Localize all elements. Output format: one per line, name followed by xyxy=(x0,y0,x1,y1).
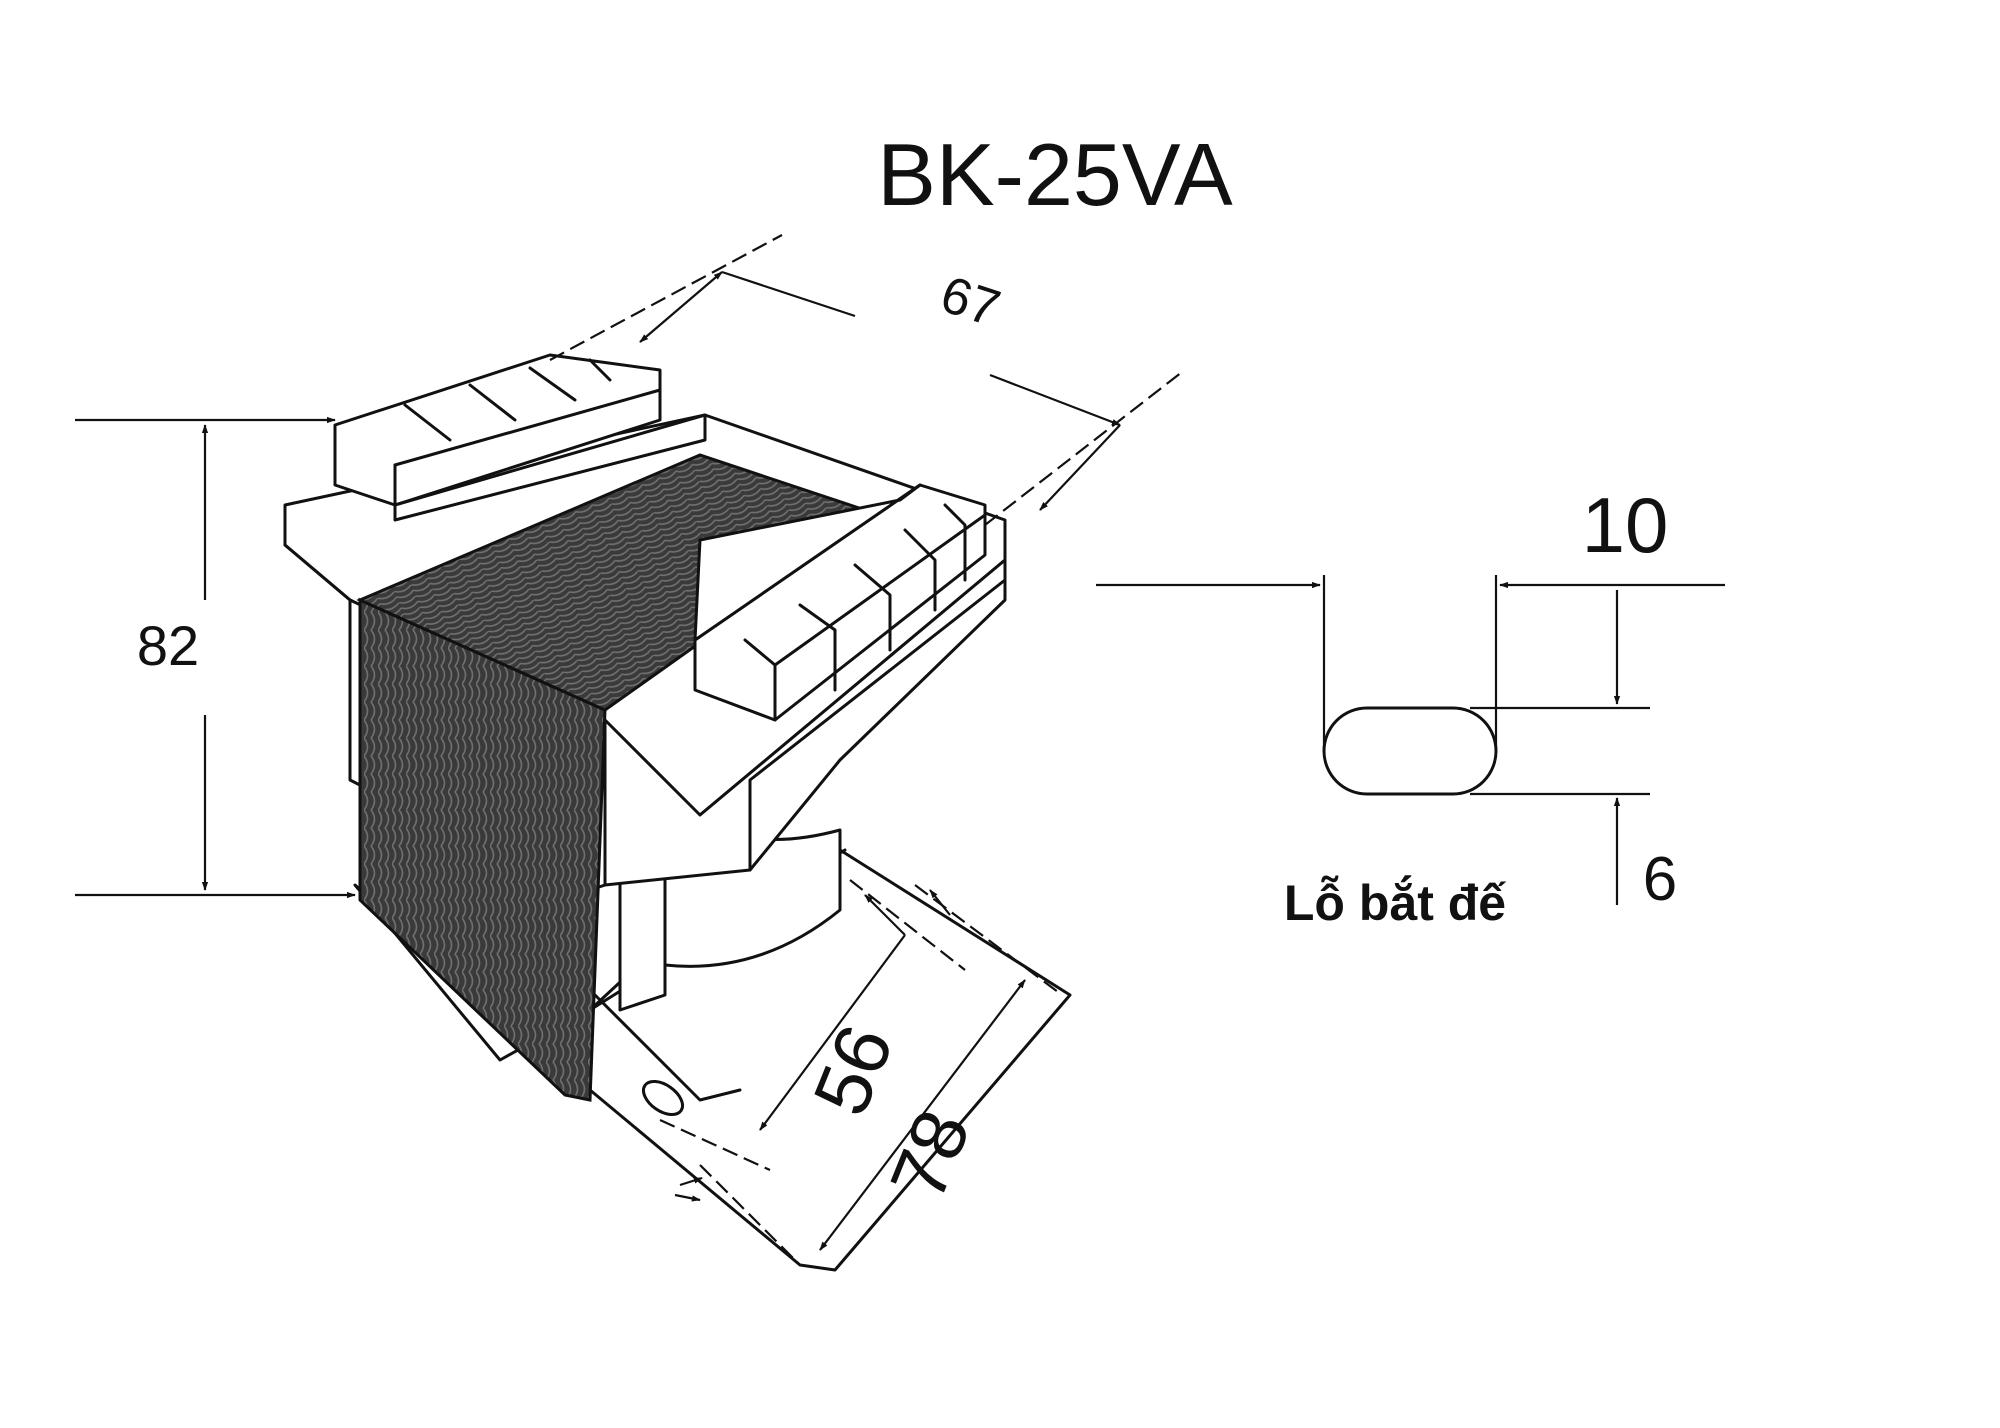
mounting-slot xyxy=(641,1079,685,1117)
dimension-depth-label: 67 xyxy=(934,265,1007,338)
slot-detail xyxy=(1096,575,1725,905)
slot-length-label: 10 xyxy=(1582,481,1669,569)
slot-caption: Lỗ bắt đế xyxy=(1284,875,1506,931)
dimension-lines xyxy=(75,234,1183,1261)
slot-width-label: 6 xyxy=(1643,845,1677,914)
rear-terminal-block xyxy=(333,353,662,507)
diagram-title: BK-25VA xyxy=(877,125,1233,224)
dimension-height-label: 82 xyxy=(137,614,199,677)
slot-outline xyxy=(1322,706,1498,796)
